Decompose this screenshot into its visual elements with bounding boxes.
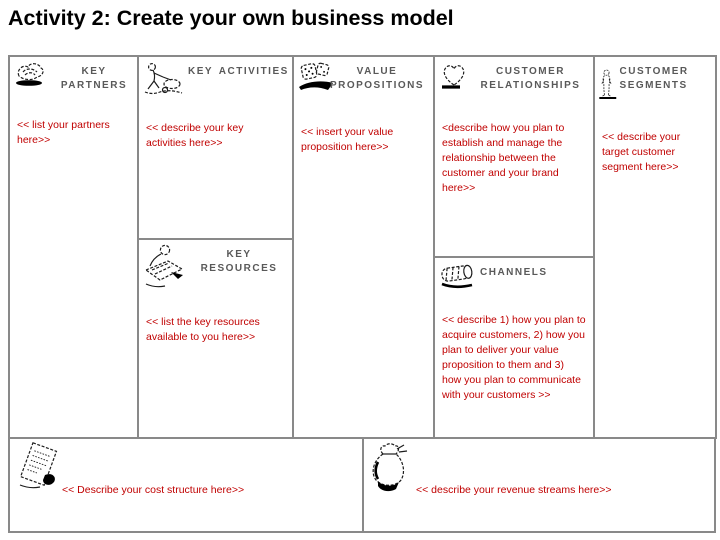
key-activities-header: KEY ACTIVITIES [139,57,292,98]
moneybag-icon [372,443,408,492]
cost-structure-placeholder: << Describe your cost structure here>> [62,484,245,496]
key-partners-placeholder: << list your partners here>> [17,119,110,146]
customer-relationships-box: CUSTOMER RELATIONSHIPS <describe how you… [433,55,595,258]
slide-title: Activity 2: Create your own business mod… [8,6,454,30]
key-resources-box: KEY RESOURCES << list the key resources … [137,238,294,439]
customer-relationships-placeholder: <describe how you plan to establish and … [442,122,565,194]
value-propositions-placeholder: << insert your value proposition here>> [301,126,394,153]
channels-label: CHANNELS [480,267,548,278]
machine-icon [144,244,184,288]
handshake-icon [16,63,44,86]
key-resources-placeholder: << list the key resources available to y… [146,316,260,343]
channels-header: CHANNELS [435,258,593,291]
customer-segments-box: CUSTOMER SEGMENTS << describe your targe… [593,55,717,439]
revenue-streams-box: << describe your revenue streams here>> [362,437,716,533]
customer-segments-header: CUSTOMER SEGMENTS [595,57,715,110]
revenue-streams-placeholder: << describe your revenue streams here>> [416,484,612,496]
channels-placeholder: << describe 1) how you plan to acquire c… [442,314,586,401]
key-resources-header: KEY RESOURCES [139,240,292,293]
person-icon [599,69,617,100]
customer-relationships-header: CUSTOMER RELATIONSHIPS [435,57,593,92]
key-partners-label: KEY PARTNERS [60,66,128,91]
value-propositions-header: VALUE PROPOSITIONS [294,57,433,94]
key-partners-box: KEY PARTNERS << list your partners here>… [8,55,139,439]
worker-icon [144,62,183,95]
value-propositions-box: VALUE PROPOSITIONS << insert your value … [292,55,435,439]
key-activities-box: KEY ACTIVITIES << describe your key acti… [137,55,294,240]
key-activities-label: KEY ACTIVITIES [188,66,289,77]
customer-segments-label: CUSTOMER SEGMENTS [619,66,689,91]
customer-segments-placeholder: << describe your target customer segment… [602,131,681,173]
notepad-icon [19,442,58,489]
channels-box: CHANNELS << describe 1) how you plan to … [433,256,595,439]
cost-structure-box: << Describe your cost structure here>> [8,437,364,533]
customer-relationships-label: CUSTOMER RELATIONSHIPS [480,66,581,91]
dice-in-hand-icon [299,62,333,90]
value-propositions-label: VALUE PROPOSITIONS [329,66,425,91]
key-activities-placeholder: << describe your key activities here>> [146,122,244,149]
parcel-icon [441,264,473,289]
heart-icon [442,65,465,89]
key-partners-header: KEY PARTNERS [10,57,137,92]
key-resources-label: KEY RESOURCES [200,249,278,274]
